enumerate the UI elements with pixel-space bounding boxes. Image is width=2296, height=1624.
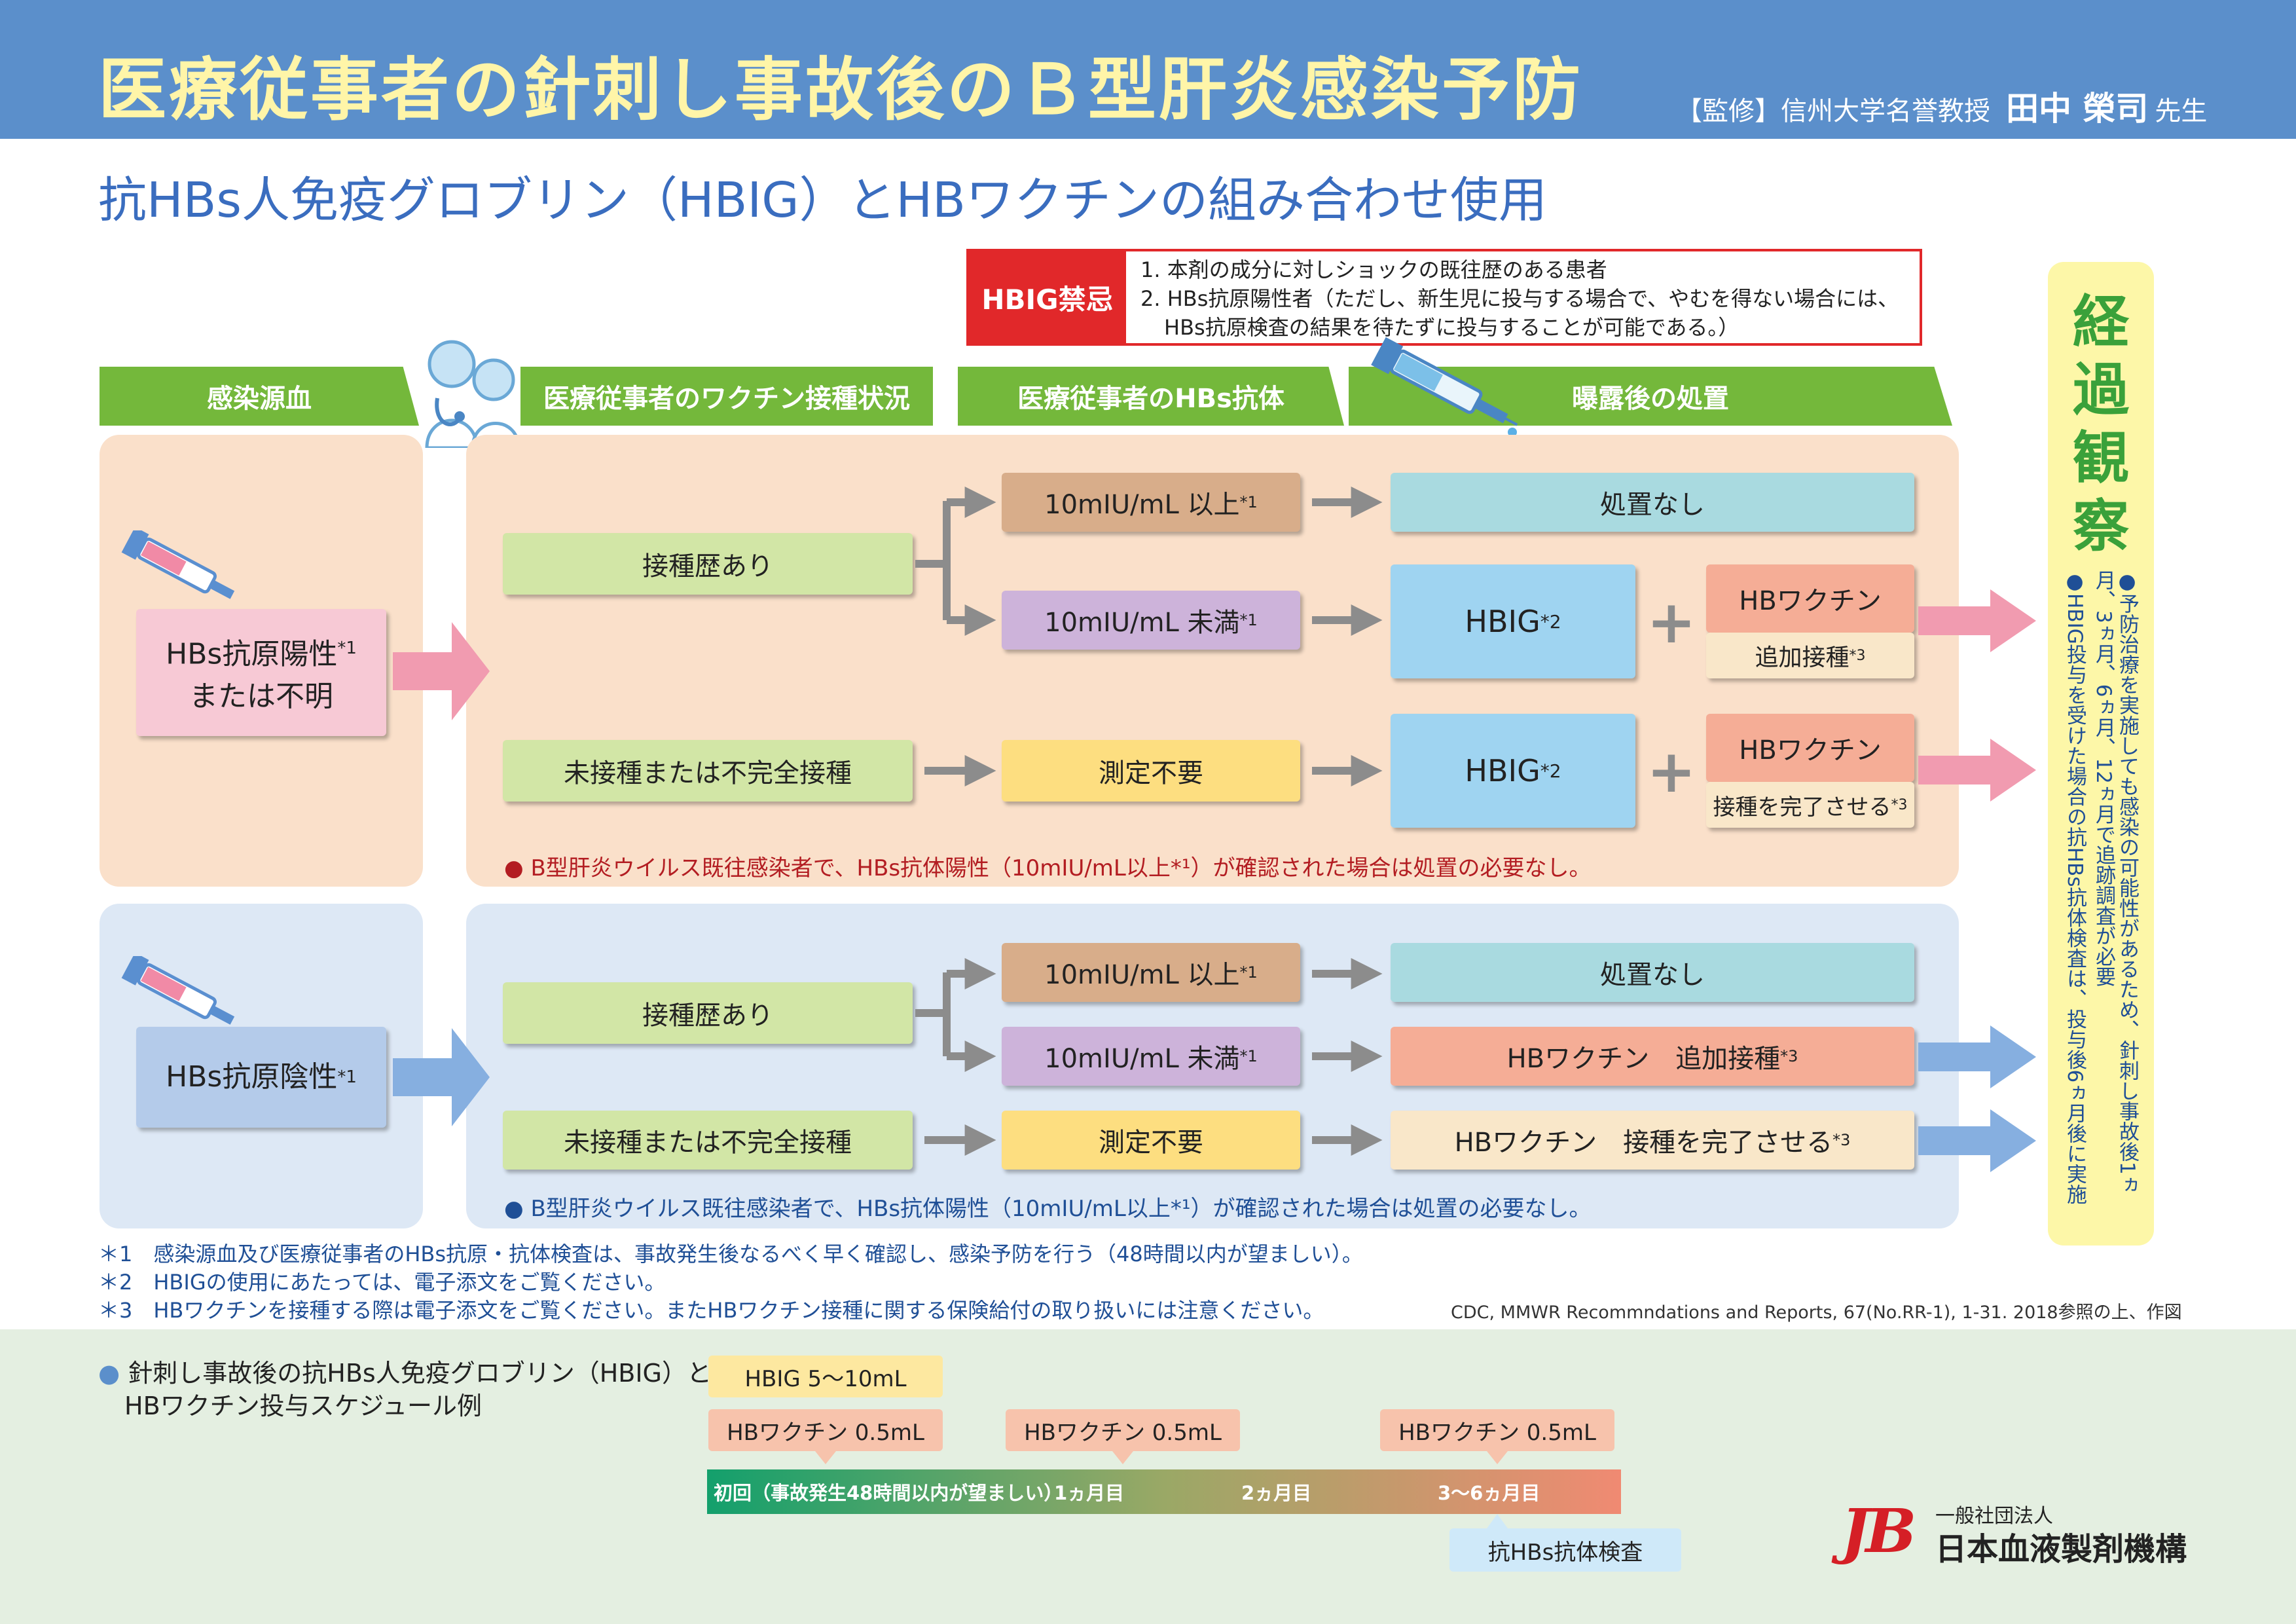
unvaccinated-box: 未接種または不完全接種 <box>503 740 913 802</box>
hb-vaccine-box: HBワクチン <box>1706 564 1914 633</box>
schedule-heading-line: ● 針刺し事故後の抗HBs人免疫グロブリン（HBIG）と <box>98 1359 712 1388</box>
subtitle: 抗HBs人免疫グロブリン（HBIG）とHBワクチンの組み合わせ使用 <box>98 172 1547 229</box>
page-title: 医療従事者の針刺し事故後のＢ型肝炎感染予防 <box>98 50 1584 130</box>
timeline-step: 2ヵ月目 <box>1241 1482 1312 1504</box>
upper-note: ● B型肝炎ウイルス既往感染者で、HBs抗体陽性（10mIU/mL以上*¹）が確… <box>504 855 1592 881</box>
jb-logo-mark: JB <box>1841 1496 1916 1566</box>
column-header-source: 感染源血 <box>100 367 419 426</box>
footnote-1: ＊1 感染源血及び医療従事者のHBs抗原・抗体検査は、事故発生後なるべく早く確認… <box>98 1242 1363 1266</box>
syringe-blood-icon <box>121 956 235 1044</box>
follow-up-notes: ●予防治療を実施しても感染の可能性があるため、針刺し事故後1ヵ月、3ヵ月、6ヵ月… <box>2048 570 2154 1231</box>
blue-right-arrow-icon <box>393 1028 490 1126</box>
vaccinated-box: 接種歴あり <box>503 533 913 595</box>
no-measure-box: 測定不要 <box>1002 740 1300 802</box>
follow-up-item: ●予防治療を実施しても感染の可能性があるため、針刺し事故後1ヵ月、3ヵ月、6ヵ月… <box>2092 570 2139 1195</box>
supervisor-suffix: 先生 <box>2155 96 2208 126</box>
footnote-2: ＊2 HBIGの使用にあたっては、電子添文をご覧ください。 <box>98 1270 666 1295</box>
hbig-contraindication-box: HBIG禁忌 1. 本剤の成分に対しショックの既往歴のある患者 2. HBs抗原… <box>966 249 1922 346</box>
source-hbs-antigen-negative: HBs抗原陰性*1 <box>136 1027 386 1128</box>
plus-sign: + <box>1647 587 1696 657</box>
hbig-dose-label: HBIG 5〜10mL <box>708 1356 943 1397</box>
logo-org-name: 日本血液製剤機構 <box>1935 1531 2187 1568</box>
supervisor-name: 田中 榮司 <box>2006 90 2149 128</box>
plus-sign: + <box>1647 737 1696 806</box>
syringe-blood-icon <box>121 530 235 619</box>
complete-vaccination-box: HBワクチン 接種を完了させる*3 <box>1391 1111 1914 1170</box>
follow-up-item: ●HBIG投与を受けた場合の抗HBs抗体検査は、投与後6ヵ月後に実施 <box>2063 570 2086 1205</box>
schedule-timeline: 初回（事故発生48時間以内が望ましい） 1ヵ月目 2ヵ月目 3〜6ヵ月目 <box>714 1469 1621 1514</box>
supervisor-credit: 【監修】信州大学名誉教授田中 榮司先生 <box>1676 83 2207 130</box>
source-hbs-antigen-positive: HBs抗原陽性*1 または不明 <box>136 609 386 736</box>
booster-box: HBワクチン 追加接種*3 <box>1391 1027 1914 1086</box>
header-bar <box>0 0 2296 139</box>
timeline-step: 1ヵ月目 <box>1054 1482 1125 1504</box>
logo-org-type: 一般社団法人 <box>1935 1505 2053 1528</box>
antibody-low-box: 10mIU/mL 未満*1 <box>1002 591 1300 650</box>
timeline-step: 初回（事故発生48時間以内が望ましい） <box>714 1482 1063 1504</box>
follow-up-title: 経過観察 <box>2073 289 2129 559</box>
reference-citation: CDC, MMWR Recommndations and Reports, 67… <box>1451 1302 2182 1323</box>
contraindication-line: HBs抗原検査の結果を待たずに投与することが可能である。） <box>1164 315 1740 340</box>
complete-vaccination-box: 接種を完了させる*3 <box>1706 782 1914 828</box>
antibody-high-box: 10mIU/mL 以上*1 <box>1002 943 1300 1002</box>
column-header-antibody: 医療従事者のHBs抗体 <box>958 367 1344 426</box>
unvaccinated-box: 未接種または不完全接種 <box>503 1111 913 1170</box>
no-treatment-box: 処置なし <box>1391 943 1914 1002</box>
footnote-3: ＊3 HBワクチンを接種する際は電子添文をご覧ください。またHBワクチン接種に関… <box>98 1298 1324 1323</box>
antibody-low-box: 10mIU/mL 未満*1 <box>1002 1027 1300 1086</box>
pink-right-arrow-icon <box>393 622 490 720</box>
healthcare-worker-icon <box>425 340 520 448</box>
booster-box: 追加接種*3 <box>1706 633 1914 678</box>
no-treatment-box: 処置なし <box>1391 473 1914 532</box>
schedule-heading: ● 針刺し事故後の抗HBs人免疫グロブリン（HBIG）と HBワクチン投与スケジ… <box>98 1357 712 1422</box>
follow-up-panel <box>2048 262 2154 1246</box>
contraindication-line: 2. HBs抗原陽性者（ただし、新生児に投与する場合で、やむを得ない場合には、 <box>1140 286 1899 311</box>
lower-note: ● B型肝炎ウイルス既往感染者で、HBs抗体陽性（10mIU/mL以上*¹）が確… <box>504 1196 1592 1222</box>
contraindication-label: HBIG禁忌 <box>969 251 1126 343</box>
hb-vaccine-box: HBワクチン <box>1706 714 1914 782</box>
vaccine-dose-label: HBワクチン 0.5mL <box>1006 1409 1240 1451</box>
hbig-box: HBIG*2 <box>1391 714 1635 828</box>
schedule-heading-line: HBワクチン投与スケジュール例 <box>124 1392 482 1420</box>
contraindication-line: 1. 本剤の成分に対しショックの既往歴のある患者 <box>1140 257 1607 282</box>
antibody-high-box: 10mIU/mL 以上*1 <box>1002 473 1300 532</box>
contraindication-text: 1. 本剤の成分に対しショックの既往歴のある患者 2. HBs抗原陽性者（ただし… <box>1140 255 1899 342</box>
syringe-icon <box>1371 337 1518 437</box>
source-line: または不明 <box>189 679 333 713</box>
column-header-vaccination: 医療従事者のワクチン接種状況 <box>520 367 933 426</box>
vaccine-dose-label: HBワクチン 0.5mL <box>1380 1409 1614 1451</box>
antibody-test-label: 抗HBs抗体検査 <box>1449 1528 1681 1572</box>
vaccinated-box: 接種歴あり <box>503 982 913 1044</box>
vaccine-dose-label: HBワクチン 0.5mL <box>708 1409 943 1451</box>
source-line: HBs抗原陽性*1 <box>166 637 357 671</box>
supervisor-label: 【監修】信州大学名誉教授 <box>1676 96 1990 126</box>
timeline-step: 3〜6ヵ月目 <box>1438 1482 1540 1504</box>
no-measure-box: 測定不要 <box>1002 1111 1300 1170</box>
hbig-box: HBIG*2 <box>1391 564 1635 678</box>
